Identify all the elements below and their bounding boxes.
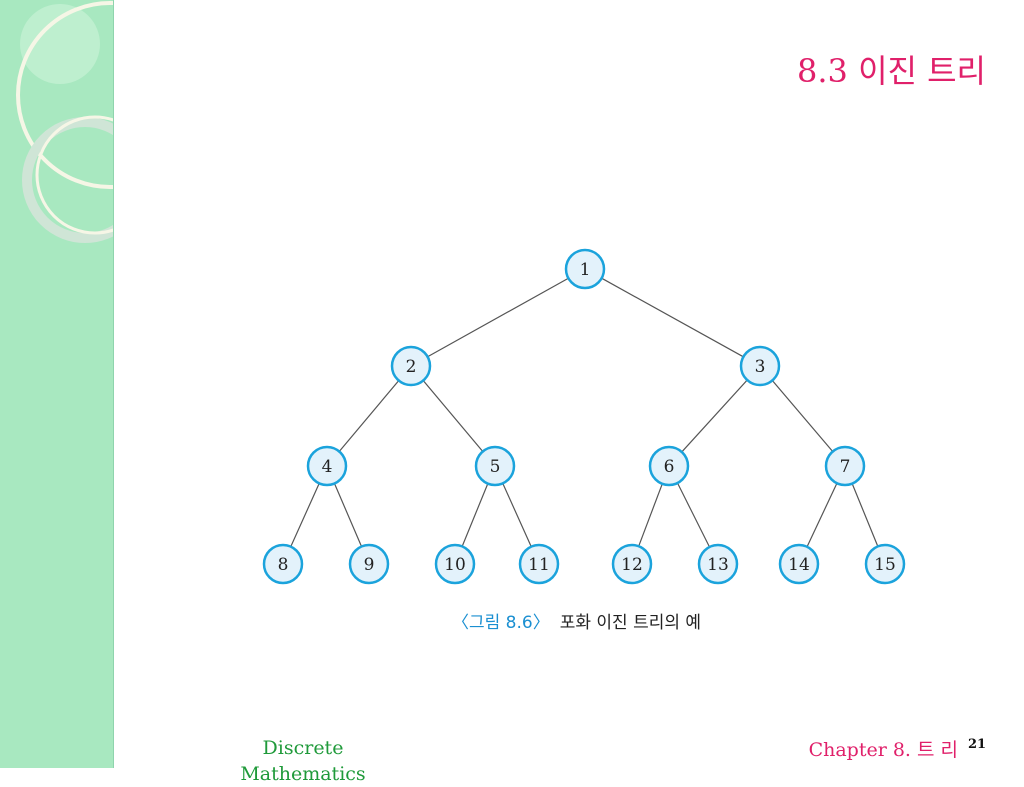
tree-node-label: 3	[755, 357, 766, 377]
footer-course-name: Discrete Mathematics	[240, 737, 366, 785]
ring-fill-top	[20, 4, 100, 84]
tree-node-11: 11	[518, 543, 560, 585]
tree-node-label: 4	[322, 457, 333, 477]
tree-node-label: 2	[406, 357, 417, 377]
tree-node-1: 1	[564, 248, 606, 290]
tree-node-circle	[611, 543, 653, 585]
tree-node-8: 8	[262, 543, 304, 585]
tree-node-label: 11	[528, 555, 550, 575]
tree-edge-4-8	[290, 483, 320, 547]
decorative-rings	[16, 1, 113, 243]
tree-edge-5-10	[461, 483, 489, 547]
tree-edge-7-15	[851, 483, 879, 547]
tree-node-14: 14	[778, 543, 820, 585]
caption-figure-number: 〈그림 8.6〉	[452, 613, 550, 633]
tree-edges	[290, 277, 879, 548]
tree-node-label: 9	[364, 555, 375, 575]
tree-node-9: 9	[348, 543, 390, 585]
tree-node-circle	[648, 445, 690, 487]
tree-node-6: 6	[648, 445, 690, 487]
caption-text: 포화 이진 트리의 예	[559, 613, 702, 633]
tree-edge-5-11	[502, 483, 532, 547]
tree-node-circle	[864, 543, 906, 585]
tree-edge-4-9	[333, 483, 363, 547]
tree-node-12: 12	[611, 543, 653, 585]
tree-node-circle	[739, 345, 781, 387]
tree-node-15: 15	[864, 543, 906, 585]
tree-edge-1-3	[601, 277, 744, 358]
tree-node-label: 7	[840, 457, 851, 477]
decorative-sidebar	[0, 0, 114, 768]
tree-node-2: 2	[390, 345, 432, 387]
page-number: 21	[968, 737, 987, 752]
tree-node-label: 14	[788, 555, 810, 575]
tree-edge-6-13	[676, 482, 711, 548]
tree-node-circle	[518, 543, 560, 585]
tree-node-label: 1	[580, 260, 591, 280]
tree-edge-3-6	[681, 379, 748, 453]
tree-node-circle	[697, 543, 739, 585]
tree-edge-2-5	[422, 380, 484, 452]
tree-edge-7-14	[806, 482, 838, 548]
tree-edge-2-4	[338, 380, 400, 452]
tree-node-3: 3	[739, 345, 781, 387]
tree-node-circle	[348, 543, 390, 585]
tree-edge-3-7	[771, 380, 834, 452]
tree-node-circle	[564, 248, 606, 290]
ring-large	[16, 1, 113, 189]
tree-node-7: 7	[824, 445, 866, 487]
tree-node-label: 15	[874, 555, 896, 575]
ring-small-inner	[35, 115, 113, 235]
ring-small-outer	[22, 117, 113, 243]
tree-node-label: 8	[278, 555, 289, 575]
tree-node-circle	[824, 445, 866, 487]
tree-node-4: 4	[306, 445, 348, 487]
tree-node-label: 13	[707, 555, 729, 575]
figure-caption: 〈그림 8.6〉 포화 이진 트리의 예	[452, 608, 701, 633]
tree-node-label: 10	[444, 555, 466, 575]
tree-node-circle	[434, 543, 476, 585]
tree-node-circle	[306, 445, 348, 487]
footer-chapter: Chapter 8. 트 리	[808, 739, 958, 761]
tree-node-circle	[262, 543, 304, 585]
tree-node-label: 12	[621, 555, 643, 575]
tree-node-circle	[778, 543, 820, 585]
tree-node-label: 6	[664, 457, 675, 477]
slide-title: 8.3 이진 트리	[797, 52, 986, 90]
tree-edge-6-12	[638, 483, 663, 547]
tree-node-circle	[390, 345, 432, 387]
tree-node-circle	[474, 445, 516, 487]
tree-node-label: 5	[490, 457, 501, 477]
tree-node-10: 10	[434, 543, 476, 585]
tree-node-5: 5	[474, 445, 516, 487]
tree-edge-1-2	[427, 277, 569, 358]
tree-node-13: 13	[697, 543, 739, 585]
